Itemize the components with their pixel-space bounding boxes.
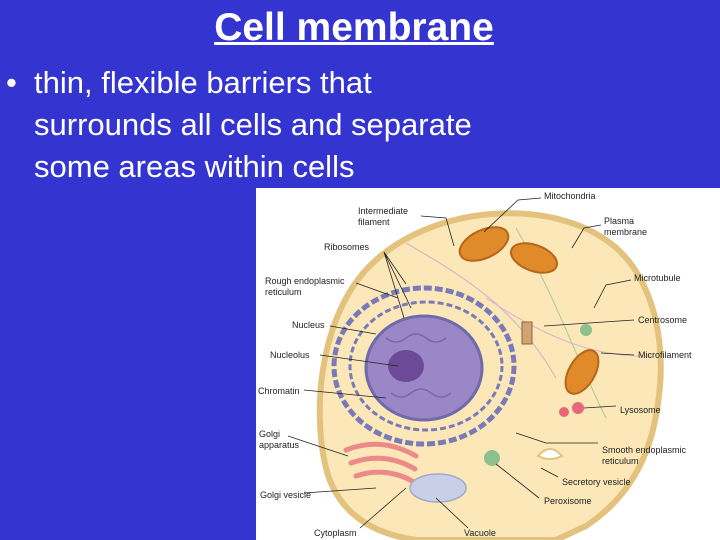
label-intermediate-filament-2: filament [358, 217, 390, 227]
golgi-apparatus [343, 441, 419, 485]
label-centrosome: Centrosome [638, 315, 687, 325]
label-plasma-membrane-2: membrane [604, 227, 647, 237]
label-nucleolus: Nucleolus [270, 350, 310, 360]
chromatin [385, 333, 452, 398]
bullet-point: • thin, flexible barriers that surrounds… [6, 62, 486, 188]
vacuole [409, 473, 467, 503]
microfilament [485, 297, 652, 357]
animal-cell-diagram: Mitochondria Intermediate filament Plasm… [256, 188, 720, 540]
label-mitochondria: Mitochondria [544, 191, 596, 201]
bullet-symbol: • [6, 65, 17, 100]
label-golgi-apparatus-1: Golgi [259, 429, 280, 439]
slide-title: Cell membrane [214, 6, 494, 49]
lysosome-2 [559, 407, 569, 417]
label-chromatin: Chromatin [258, 386, 300, 396]
centrosome [521, 321, 533, 345]
label-golgi-apparatus-2: apparatus [259, 440, 300, 450]
label-plasma-membrane-1: Plasma [604, 216, 634, 226]
mitochondria [458, 226, 600, 395]
label-nucleus: Nucleus [292, 320, 325, 330]
label-intermediate-filament-1: Intermediate [358, 206, 408, 216]
peroxisome [484, 450, 500, 466]
label-ribosomes: Ribosomes [324, 242, 370, 252]
label-vacuole: Vacuole [464, 528, 496, 538]
label-microtubule: Microtubule [634, 273, 681, 283]
label-golgi-vesicle: Golgi vesicle [260, 490, 311, 500]
label-smooth-er-1: Smooth endoplasmic [602, 445, 687, 455]
lysosome [572, 402, 584, 414]
label-cytoplasm: Cytoplasm [314, 528, 357, 538]
cell-illustration: Mitochondria Intermediate filament Plasm… [258, 191, 692, 540]
microtubule-dot [580, 324, 592, 336]
label-peroxisome: Peroxisome [544, 496, 592, 506]
rough-er [331, 285, 517, 447]
nucleolus [388, 350, 424, 382]
label-rough-er-2: reticulum [265, 287, 302, 297]
label-microfilament: Microfilament [638, 350, 692, 360]
secretory-vesicle [536, 448, 564, 460]
bullet-text: thin, flexible barriers that surrounds a… [34, 65, 472, 184]
label-smooth-er-2: reticulum [602, 456, 639, 466]
label-rough-er-1: Rough endoplasmic [265, 276, 345, 286]
rough-er-inner [348, 300, 504, 432]
nucleus [364, 314, 484, 422]
label-secretory-vesicle: Secretory vesicle [562, 477, 631, 487]
label-lysosome: Lysosome [620, 405, 661, 415]
intermediate-filament [405, 242, 557, 379]
leader-lines [287, 197, 635, 529]
